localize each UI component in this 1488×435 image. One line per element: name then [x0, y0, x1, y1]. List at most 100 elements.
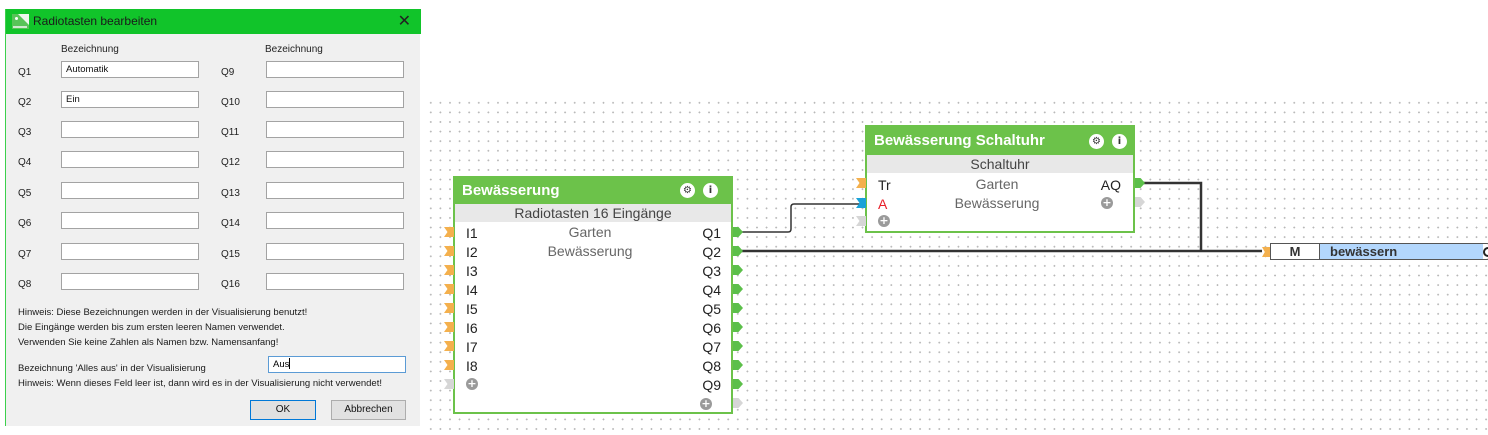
input-pin[interactable]	[444, 341, 454, 351]
wire-q1-to-a[interactable]	[735, 203, 863, 233]
output-label-q7: Q7	[18, 249, 32, 260]
output-name-input-q16[interactable]	[266, 273, 404, 290]
input-pin-a[interactable]	[856, 198, 866, 208]
output-name-input-q4[interactable]	[61, 151, 199, 168]
input-label-a: A	[878, 196, 888, 212]
output-name-input-q11[interactable]	[266, 121, 404, 138]
output-name-input-q3[interactable]	[61, 121, 199, 138]
output-name-input-q2[interactable]: Ein	[61, 91, 199, 108]
output-pin[interactable]	[733, 265, 743, 275]
output-label: Q8	[702, 358, 721, 374]
output-label: Q2	[702, 244, 721, 260]
input-pin[interactable]	[444, 246, 454, 256]
output-pin-empty[interactable]	[1135, 197, 1145, 207]
output-name-input-q12[interactable]	[266, 151, 404, 168]
wire-aq-to-marker[interactable]	[1137, 181, 1203, 251]
add-input-icon[interactable]: +	[466, 377, 478, 390]
output-pin[interactable]	[733, 322, 743, 332]
output-pin[interactable]	[733, 303, 743, 313]
output-name-input-q5[interactable]	[61, 182, 199, 199]
function-block-radio[interactable]: Bewässerung ⚙ i Radiotasten 16 Eingänge …	[453, 176, 733, 414]
output-pin[interactable]	[733, 360, 743, 370]
close-icon[interactable]: ✕	[397, 11, 411, 30]
block-param-2: Bewässerung	[547, 243, 633, 259]
marker-body: M bewässern	[1270, 243, 1484, 260]
input-pin-tr[interactable]	[856, 178, 866, 188]
output-name-input-q8[interactable]	[61, 273, 199, 290]
output-label: Q4	[702, 282, 721, 298]
add-output-icon[interactable]: +	[700, 397, 712, 410]
settings-icon[interactable]: ⚙	[1089, 134, 1104, 149]
output-pin[interactable]	[733, 227, 743, 237]
output-label-q6: Q6	[18, 218, 32, 229]
block-type: Radiotasten 16 Eingänge	[455, 204, 731, 222]
input-label: I4	[466, 282, 478, 298]
add-input-icon[interactable]: +	[878, 214, 890, 227]
output-label: Q5	[702, 301, 721, 317]
output-name-input-q9[interactable]	[266, 61, 404, 78]
hint-line-1: Hinweis: Diese Bezeichnungen werden in d…	[18, 307, 308, 318]
output-label-q8: Q8	[18, 279, 32, 290]
output-label-q15: Q15	[221, 249, 240, 260]
output-name-input-q6[interactable]	[61, 212, 199, 229]
output-label-q2: Q2	[18, 97, 32, 108]
input-pin[interactable]	[444, 284, 454, 294]
output-name-input-q13[interactable]	[266, 182, 404, 199]
input-pin[interactable]	[444, 360, 454, 370]
output-label-aq: AQ	[1100, 177, 1121, 193]
input-pin-empty[interactable]	[856, 216, 866, 226]
output-label: Q9	[702, 377, 721, 393]
output-name-input-q14[interactable]	[266, 212, 404, 229]
output-pin-aq[interactable]	[1135, 178, 1145, 188]
dialog-titlebar[interactable]: Radiotasten bearbeiten ✕	[6, 9, 421, 34]
text-caret	[289, 358, 291, 369]
alles-aus-label: Bezeichnung 'Alles aus' in der Visualisi…	[18, 363, 206, 374]
output-label: Q3	[702, 263, 721, 279]
output-pin[interactable]	[733, 379, 743, 389]
input-label: I5	[466, 301, 478, 317]
settings-icon[interactable]: ⚙	[680, 183, 695, 198]
block-type: Schaltuhr	[867, 155, 1133, 173]
output-label: Q7	[702, 339, 721, 355]
input-label: I8	[466, 358, 478, 374]
alles-aus-input[interactable]: Aus	[268, 356, 406, 373]
output-name-input-q15[interactable]	[266, 243, 404, 260]
ok-button[interactable]: OK	[250, 400, 316, 420]
input-label: I1	[466, 225, 478, 241]
cancel-button[interactable]: Abbrechen	[331, 400, 406, 420]
function-block-timer[interactable]: Bewässerung Schaltuhr ⚙ i Schaltuhr Gart…	[865, 125, 1135, 233]
output-label-q10: Q10	[221, 97, 240, 108]
output-label-q1: Q1	[18, 67, 32, 78]
marker-input-pin[interactable]	[1262, 247, 1270, 257]
marker-settings-icon[interactable]	[1483, 247, 1488, 257]
output-label-q3: Q3	[18, 127, 32, 138]
column-header-right: Bezeichnung	[265, 44, 323, 55]
output-label-q9: Q9	[221, 67, 235, 78]
output-pin-empty[interactable]	[733, 398, 743, 408]
output-pin[interactable]	[733, 341, 743, 351]
input-label: I2	[466, 244, 478, 260]
output-label-q14: Q14	[221, 218, 240, 229]
input-pin[interactable]	[444, 265, 454, 275]
marker-name: bewässern	[1320, 244, 1484, 259]
output-name-input-q1[interactable]: Automatik	[61, 61, 199, 78]
output-label-q13: Q13	[221, 188, 240, 199]
output-pin[interactable]	[733, 284, 743, 294]
input-pin-empty[interactable]	[444, 379, 454, 389]
output-name-input-q10[interactable]	[266, 91, 404, 108]
input-label-tr: Tr	[878, 177, 891, 193]
output-pin[interactable]	[733, 246, 743, 256]
input-pin[interactable]	[444, 303, 454, 313]
output-name-input-q7[interactable]	[61, 243, 199, 260]
alles-aus-value: Aus	[273, 359, 290, 370]
input-pin[interactable]	[444, 227, 454, 237]
app-logo-icon	[12, 14, 29, 29]
add-output-icon[interactable]: +	[1101, 196, 1113, 209]
marker-type: M	[1271, 244, 1320, 259]
info-icon[interactable]: i	[1112, 134, 1127, 149]
output-label-q16: Q16	[221, 279, 240, 290]
info-icon[interactable]: i	[703, 183, 718, 198]
input-pin[interactable]	[444, 322, 454, 332]
radio-buttons-dialog: Radiotasten bearbeiten ✕ Bezeichnung Bez…	[5, 9, 421, 426]
